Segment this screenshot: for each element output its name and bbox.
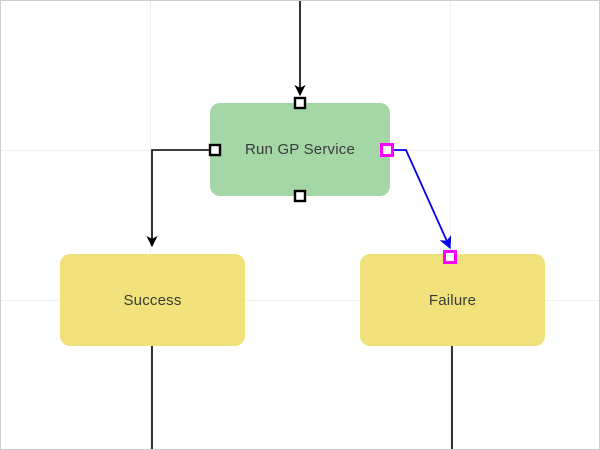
port-run-gp-service-port-right[interactable] [380, 143, 394, 157]
edge-edge-run-gp-service-to-success[interactable] [146, 149, 215, 248]
port-run-gp-service-port-bottom[interactable] [293, 189, 307, 203]
node-success[interactable] [60, 254, 245, 346]
node-failure[interactable] [360, 254, 545, 346]
edge-layer [146, 0, 453, 450]
port-layer [208, 96, 457, 264]
port-run-gp-service-port-left[interactable] [208, 143, 222, 157]
node-run-gp-service[interactable] [210, 103, 390, 196]
port-run-gp-service-port-top[interactable] [293, 96, 307, 110]
edge-edge-run-gp-service-to-failure[interactable] [390, 149, 452, 250]
port-failure-port-top[interactable] [443, 250, 457, 264]
node-layer [60, 103, 545, 346]
